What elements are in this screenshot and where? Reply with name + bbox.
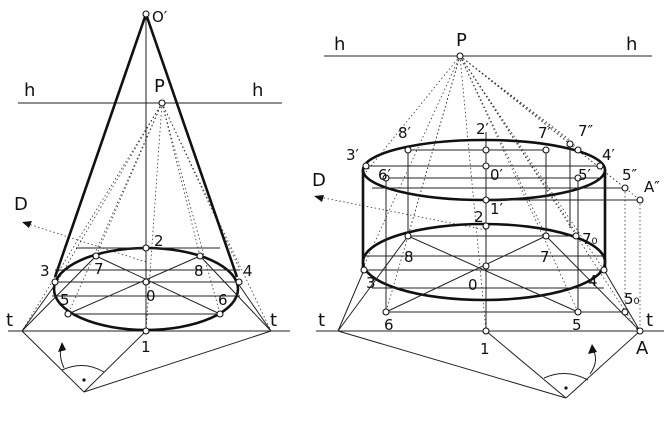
- right-label-7-prime: 7′: [538, 124, 552, 142]
- left-vanishing-rays: [21, 102, 272, 332]
- right-label-7: 7: [540, 248, 550, 266]
- right-bottom-ellipse: [361, 222, 607, 302]
- left-label-h-right: h: [252, 80, 263, 101]
- left-label-o-prime: O′: [152, 8, 168, 26]
- left-right-angle-construction: [21, 330, 272, 393]
- right-label-3: 3: [366, 274, 376, 292]
- left-label-6: 6: [218, 291, 228, 309]
- right-label-h-left: h: [334, 34, 345, 55]
- right-label-8-prime: 8′: [398, 124, 412, 142]
- right-label-h-right: h: [626, 34, 637, 55]
- right-direction-arrow-icon: [314, 195, 324, 202]
- left-label-h-left: h: [24, 80, 35, 101]
- right-label-5-prime: 5′: [578, 166, 592, 184]
- right-label-p: P: [456, 30, 467, 51]
- right-label-t-right: t: [646, 310, 653, 331]
- left-rotation-arrow-icon: [58, 342, 66, 352]
- right-label-8: 8: [404, 248, 414, 266]
- left-figure-cone: O′ P h h D t t 1 2 3 4 5 6 7 8 0: [6, 8, 290, 393]
- right-label-3-prime: 3′: [346, 146, 360, 164]
- left-cone-generator-right: [144, 13, 239, 278]
- left-label-t-right: t: [270, 310, 277, 331]
- right-label-2: 2: [474, 208, 484, 226]
- left-direction-arrow-icon: [22, 221, 32, 228]
- right-label-d: D: [312, 170, 326, 191]
- left-label-p: P: [154, 76, 165, 97]
- left-label-2: 2: [154, 232, 164, 250]
- right-figure-cylinder: P h h D t t 1 2 3 4 5 6 7 8 0 1′ 2′ 3′ 4…: [312, 30, 664, 399]
- left-label-1: 1: [141, 338, 151, 356]
- right-label-4-prime: 4′: [602, 146, 616, 164]
- right-label-a-dprime: A″: [644, 178, 660, 196]
- left-points: [51, 10, 243, 335]
- right-label-o-prime: 0′: [490, 166, 504, 184]
- left-label-4: 4: [243, 262, 253, 280]
- right-label-1-prime: 1′: [490, 200, 504, 218]
- left-direction-line: [21, 221, 147, 263]
- left-label-5: 5: [60, 291, 70, 309]
- right-label-7-dprime: 7″: [578, 122, 594, 140]
- left-label-d: D: [14, 194, 28, 215]
- right-vertical-construction: [385, 146, 641, 331]
- right-label-2-prime: 2′: [476, 120, 490, 138]
- right-points: [360, 52, 644, 335]
- right-label-6: 6: [384, 316, 394, 334]
- right-label-5-dprime: 5″: [622, 166, 638, 184]
- right-rotation-arrow-icon: [588, 344, 597, 354]
- right-right-angle-construction: [337, 330, 641, 399]
- left-label-7: 7: [94, 260, 104, 278]
- right-label-o: 0: [468, 276, 478, 294]
- right-label-a: A: [636, 338, 649, 359]
- right-label-1: 1: [480, 340, 490, 358]
- right-label-4: 4: [588, 272, 598, 290]
- right-label-5-zero: 5₀: [624, 290, 640, 308]
- right-label-6-prime: 6′: [378, 166, 392, 184]
- left-cone-generator-left: [53, 13, 148, 278]
- left-label-o: 0: [146, 287, 156, 305]
- right-label-5: 5: [572, 316, 582, 334]
- right-label-t-left: t: [318, 310, 325, 331]
- left-label-8: 8: [194, 262, 204, 280]
- left-label-t-left: t: [6, 310, 13, 331]
- right-label-7-zero: 7₀: [582, 230, 598, 248]
- left-label-3: 3: [40, 262, 50, 280]
